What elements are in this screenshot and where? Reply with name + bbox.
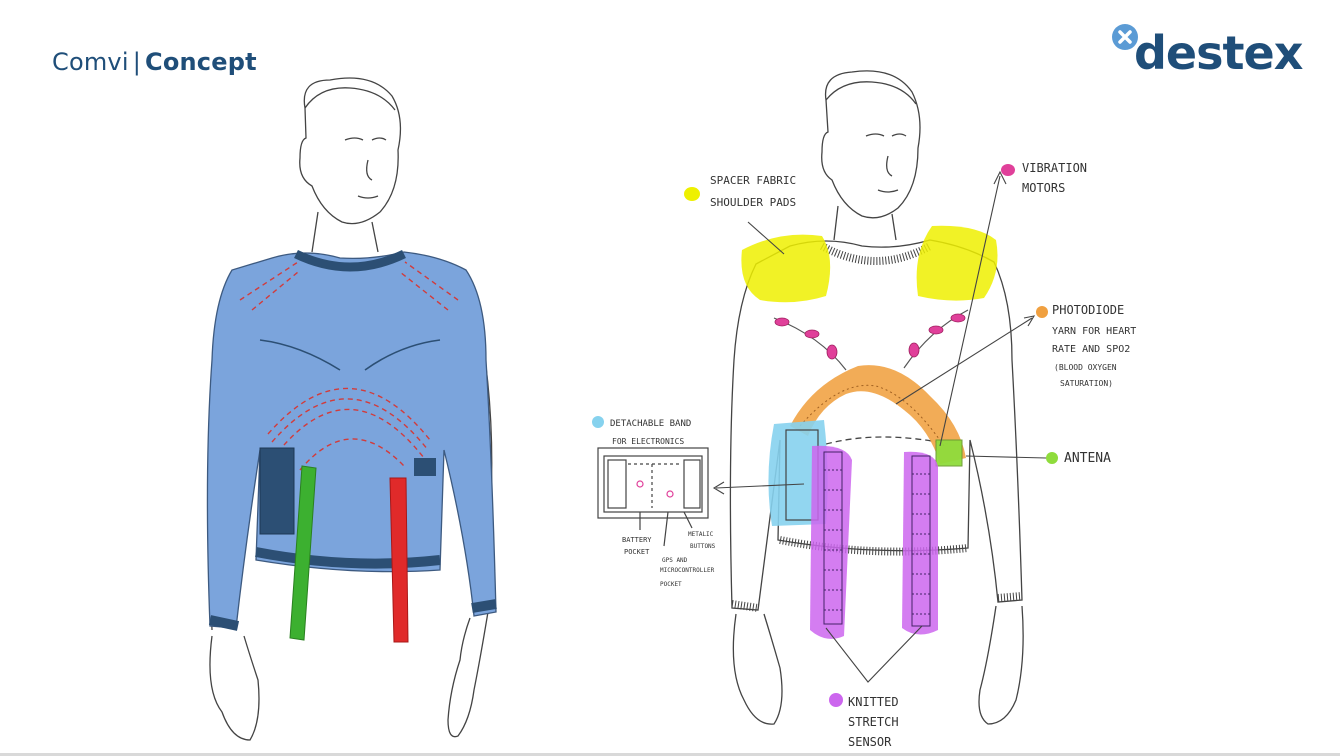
photodiode-bullet [1036,306,1048,318]
detachable-band-bullet [592,416,604,428]
label-battery-1: BATTERY [622,536,652,544]
vibration-motors-bullet [1001,164,1015,176]
label-photodiode-1: PHOTODIODE [1052,303,1124,317]
knitted-sensor-bullet [829,693,843,707]
label-gps-1: GPS AND [662,557,688,564]
antenna-bullet [1046,452,1058,464]
label-shoulder-pads-1: SPACER FABRIC [710,174,796,187]
label-metallic-1: METALIC [688,531,714,538]
label-detachable-2: FOR ELECTRONICS [612,437,684,446]
left-sweater [207,252,496,642]
label-knitted-2: STRETCH [848,715,899,729]
label-metallic-2: BUTTONS [690,543,716,550]
label-vibration-1: VIBRATION [1022,161,1087,175]
label-knitted-1: KNITTED [848,695,899,709]
label-shoulder-pads-2: SHOULDER PADS [710,196,796,209]
shoulder-pad-right [917,226,998,301]
antenna-patch [936,440,962,466]
label-knitted-3: SENSOR [848,735,892,749]
label-battery-2: POCKET [624,548,650,556]
shoulder-pads-bullet [684,187,700,201]
label-photodiode-2: YARN FOR HEART [1052,326,1136,337]
right-figure [730,71,1023,724]
label-photodiode-4: (BLOOD OXYGEN [1054,363,1117,372]
label-gps-3: POCKET [660,581,682,588]
label-vibration-2: MOTORS [1022,181,1065,195]
label-gps-2: MICROCONTROLLER [660,567,715,574]
label-photodiode-3: RATE AND SPO2 [1052,344,1130,355]
label-photodiode-5: SATURATION) [1060,379,1113,388]
label-antenna: ANTENA [1064,451,1111,466]
shoulder-pad-left [741,235,830,303]
label-detachable-1: DETACHABLE BAND [610,419,691,429]
